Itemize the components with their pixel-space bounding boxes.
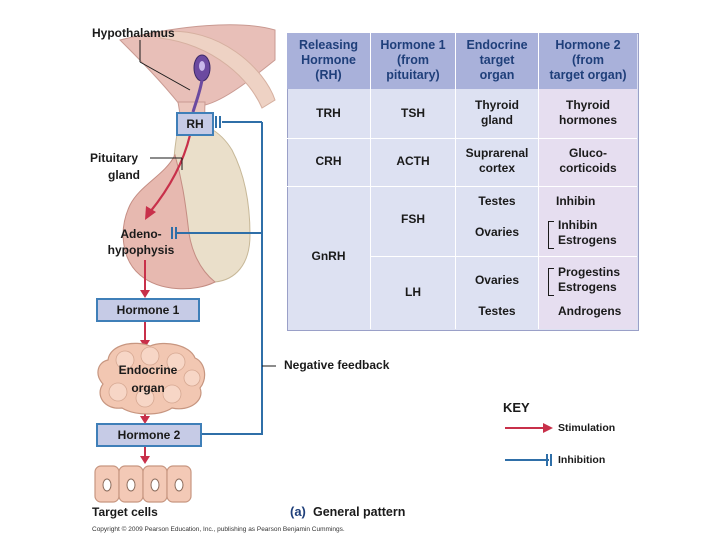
copyright-text: Copyright © 2009 Pearson Education, Inc.… [92,526,345,533]
cell-trh: TRH [316,106,341,120]
target-cells-shape [94,465,192,503]
bracket-lh [548,268,554,296]
hormone1-box: Hormone 1 [96,298,200,322]
table-col4-bg [538,89,637,329]
hypothalamus-label: Hypothalamus [92,26,175,40]
brain-outer-band [159,30,276,109]
endocrine-organ-shape [97,342,206,415]
cell-lh: LH [405,285,421,299]
adeno-label-line1: Adeno- [120,227,162,241]
negative-feedback-label: Negative feedback [284,358,390,372]
neuron-axon [191,79,204,113]
endocrine-label-line2: organ [131,381,165,395]
cell-fsh: FSH [401,212,425,226]
hormone2-label: Hormone 2 [117,428,181,442]
cell-tsh: TSH [401,106,425,120]
hormone1-label: Hormone 1 [116,303,180,317]
pituitary-label-line1: Pituitary [90,151,139,165]
inhibition-bars [171,116,221,239]
key-symbols [505,423,553,466]
rh-box: RH [176,112,214,136]
panel-letter: (a) [290,504,306,519]
key-stimulation-label: Stimulation [558,422,616,434]
stimulation-arrow-icon [543,423,553,433]
hormone2-box: Hormone 2 [96,423,202,447]
rh-stimulation-arrow [149,134,192,213]
table-header-row [287,33,637,89]
rh-label: RH [186,117,204,131]
cell-lh-testes: Testes [478,304,516,318]
adeno-label-line2: hypophysis [107,243,175,257]
key-title: KEY [503,400,530,415]
target-cells-label: Target cells [92,505,158,519]
cell-inhibin: Inhibin [556,194,596,208]
cell-fsh-ovaries: Ovaries [474,225,520,239]
cell-acth: ACTH [396,154,430,168]
cell-glucocorticoids: Gluco-corticoids [559,146,617,175]
adenohypophysis [122,153,216,290]
cell-fsh-testes: Testes [478,194,516,208]
pituitary-label-line2: gland [108,168,140,182]
cell-crh: CRH [315,154,342,168]
key-inhibition-label: Inhibition [558,454,606,466]
endocrine-label-line1: Endocrine [118,363,178,377]
negative-feedback-lines [176,121,276,435]
cell-androgens: Androgens [558,304,622,318]
panel-title: General pattern [313,505,406,519]
bracket-fsh [548,221,554,249]
cell-lh-ovaries: Ovaries [474,273,520,287]
cell-gnrh: GnRH [311,249,346,263]
